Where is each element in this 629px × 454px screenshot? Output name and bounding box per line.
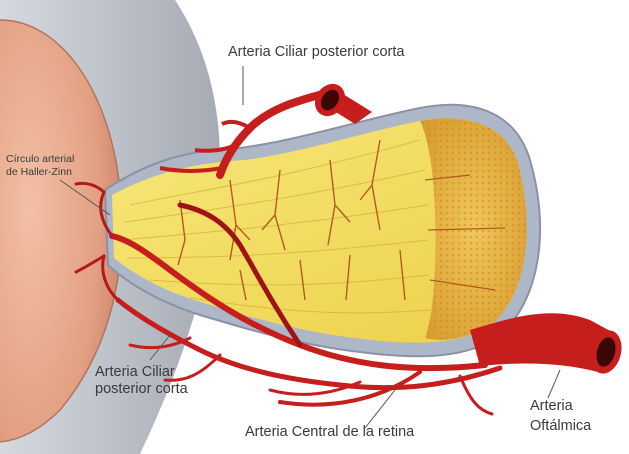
label-zinn-haller-line1: Círculo arterial	[6, 153, 74, 166]
label-ophthalmic-artery-line1: Arteria	[530, 396, 591, 416]
label-zinn-haller-circle: Círculo arterial de Haller-Zinn	[6, 153, 74, 179]
label-zinn-haller-line2: de Haller-Zinn	[6, 166, 74, 179]
label-central-retinal-artery: Arteria Central de la retina	[245, 424, 414, 440]
label-short-posterior-ciliary-bottom-line2: posterior corta	[95, 381, 188, 398]
label-short-posterior-ciliary-bottom: Arteria Ciliar posterior corta	[95, 364, 188, 398]
label-ophthalmic-artery: Arteria Oftálmica	[530, 396, 591, 436]
label-ophthalmic-artery-line2: Oftálmica	[530, 416, 591, 436]
label-short-posterior-ciliary-bottom-line1: Arteria Ciliar	[95, 364, 188, 381]
label-short-posterior-ciliary-top: Arteria Ciliar posterior corta	[228, 44, 404, 60]
